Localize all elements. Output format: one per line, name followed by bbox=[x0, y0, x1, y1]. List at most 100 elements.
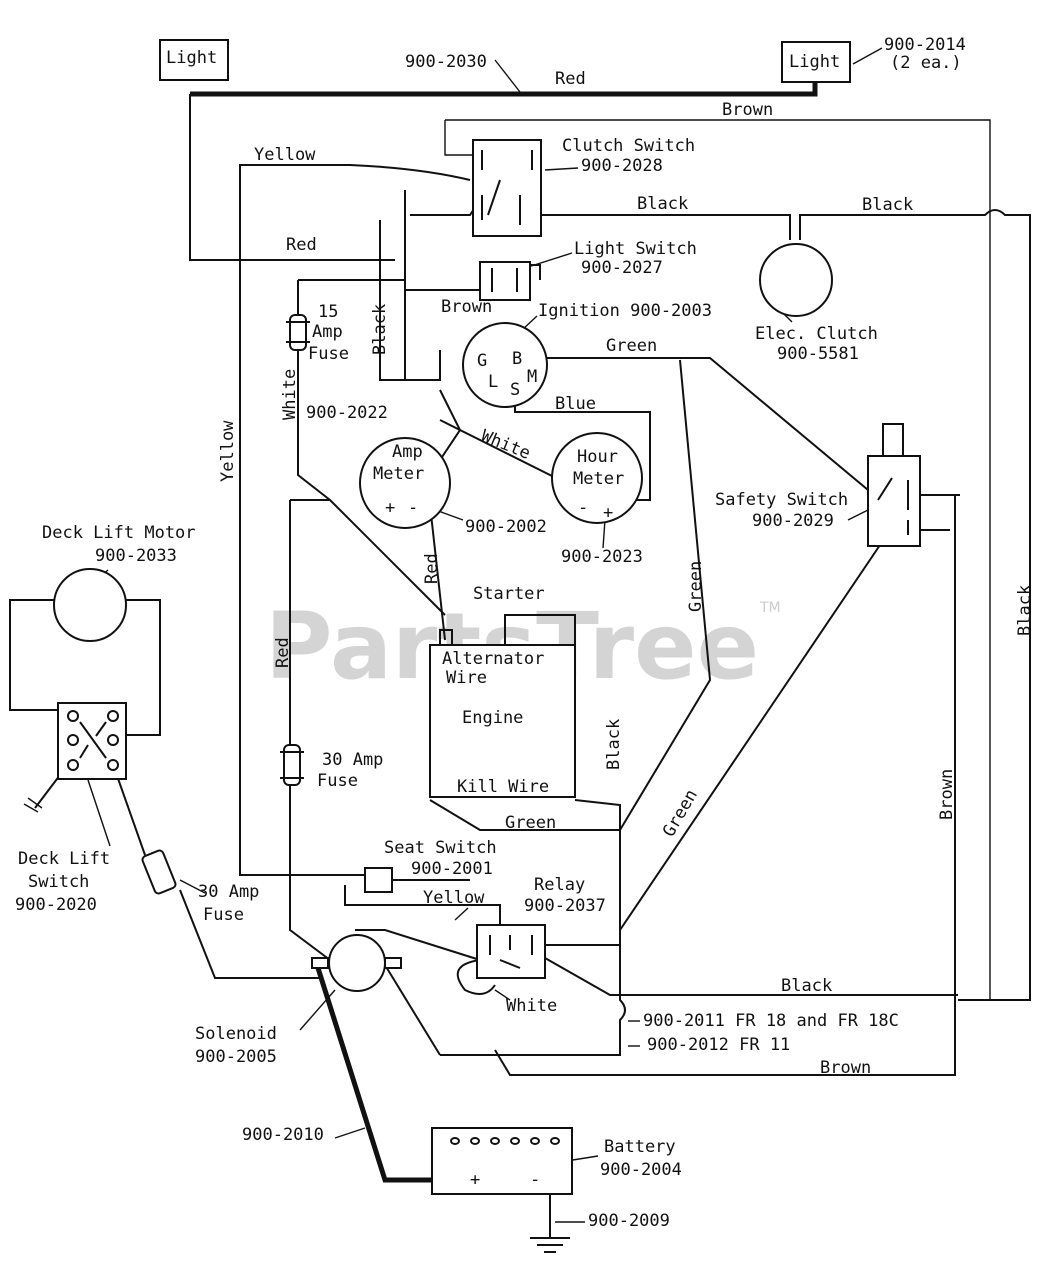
label-white-diag: White bbox=[478, 426, 533, 464]
light-right-box bbox=[781, 41, 851, 83]
deck-lift-motor bbox=[53, 568, 127, 642]
fuse-15-line3: Fuse bbox=[308, 344, 349, 364]
label-part-2011: 900-2011 FR 18 and FR 18C bbox=[643, 1011, 899, 1031]
deck-lift-switch-terminals bbox=[67, 710, 119, 771]
fuse-30-amp-left bbox=[141, 849, 177, 895]
deck-lift-motor-part: 900-2033 bbox=[95, 546, 177, 566]
relay-part: 900-2037 bbox=[524, 896, 606, 916]
label-red-left: Red bbox=[273, 637, 293, 668]
battery-plus: + bbox=[470, 1170, 480, 1190]
fuse-30-center-bands bbox=[280, 751, 304, 779]
label-part-2030: 900-2030 bbox=[405, 52, 487, 72]
ignition-terminal-m: M bbox=[527, 367, 537, 387]
hour-meter-line1: Hour bbox=[577, 447, 618, 467]
fuse-15-line2: Amp bbox=[312, 322, 343, 342]
solenoid bbox=[328, 934, 386, 992]
fuse-30-amp-center bbox=[283, 744, 301, 786]
battery-part: 900-2004 bbox=[600, 1160, 682, 1180]
fuse-15-amp bbox=[289, 314, 307, 351]
label-part-2012: 900-2012 FR 11 bbox=[647, 1035, 790, 1055]
label-black-right: Black bbox=[862, 195, 913, 215]
light-switch-box bbox=[479, 261, 531, 301]
safety-switch-label: Safety Switch bbox=[715, 490, 848, 510]
hour-meter-part: 900-2023 bbox=[561, 547, 643, 567]
safety-switch-box bbox=[867, 455, 921, 547]
label-brown-bottom: Brown bbox=[820, 1058, 871, 1078]
hour-meter-line2: Meter bbox=[573, 469, 624, 489]
safety-switch-plunger bbox=[882, 423, 904, 457]
deck-lift-switch-line1: Deck Lift bbox=[18, 849, 110, 869]
seat-switch-box bbox=[364, 867, 393, 893]
fuse-30-left-line1: 30 Amp bbox=[198, 882, 259, 902]
label-yellow-seat: Yellow bbox=[423, 888, 485, 908]
fuse-15-bands bbox=[286, 321, 310, 343]
safety-switch-contacts bbox=[877, 477, 909, 535]
label-yellow-top: Yellow bbox=[254, 145, 316, 165]
fuse-30-left-line2: Fuse bbox=[203, 905, 244, 925]
elec-clutch-label: Elec. Clutch bbox=[755, 324, 878, 344]
light-switch-part: 900-2027 bbox=[581, 258, 663, 278]
light-switch-label: Light Switch bbox=[574, 239, 697, 259]
engine-starter-label: Starter bbox=[473, 584, 545, 604]
label-brown-mid: Brown bbox=[441, 297, 492, 317]
label-part-2010: 900-2010 bbox=[242, 1125, 324, 1145]
battery-cells bbox=[450, 1137, 560, 1145]
label-white-vert: White bbox=[280, 369, 300, 420]
label-black-bottom: Black bbox=[781, 976, 832, 996]
label-green-diag: Green bbox=[659, 786, 702, 840]
label-white-relay: White bbox=[506, 996, 557, 1016]
ignition-terminal-b: B bbox=[512, 349, 522, 369]
fuse-15-line1: 15 bbox=[318, 302, 338, 322]
fuse-30-center-line2: Fuse bbox=[317, 771, 358, 791]
label-brown-top: Brown bbox=[722, 100, 773, 120]
elec-clutch bbox=[759, 243, 833, 317]
ignition-terminal-l: L bbox=[488, 372, 498, 392]
ignition-terminal-s: S bbox=[510, 380, 520, 400]
amp-meter-part: 900-2002 bbox=[465, 517, 547, 537]
label-red-diag: Red bbox=[422, 553, 442, 584]
ignition-terminal-g: G bbox=[477, 351, 487, 371]
battery-label: Battery bbox=[604, 1137, 676, 1157]
amp-meter-plus: + bbox=[385, 498, 395, 518]
amp-meter-line1: Amp bbox=[392, 442, 423, 462]
engine-box bbox=[429, 644, 576, 798]
light-right-qty: (2 ea.) bbox=[890, 53, 962, 73]
engine-alt-line2: Wire bbox=[446, 668, 487, 688]
label-red-top: Red bbox=[555, 69, 586, 89]
label-part-2009: 900-2009 bbox=[588, 1211, 670, 1231]
engine-alt-line1: Alternator bbox=[442, 649, 544, 669]
hour-meter bbox=[551, 432, 643, 524]
label-black-clutch: Black bbox=[637, 194, 688, 214]
battery-minus: - bbox=[530, 1170, 540, 1190]
relay-contacts bbox=[489, 935, 533, 969]
deck-lift-motor-label: Deck Lift Motor bbox=[42, 523, 196, 543]
label-red-mid: Red bbox=[286, 235, 317, 255]
safety-switch-part: 900-2029 bbox=[752, 511, 834, 531]
amp-meter-minus: - bbox=[408, 498, 418, 518]
seat-switch-part: 900-2001 bbox=[411, 859, 493, 879]
label-yellow-left: Yellow bbox=[218, 420, 238, 482]
starter-block bbox=[504, 614, 576, 645]
amp-meter-line2: Meter bbox=[373, 464, 424, 484]
label-part-2022: 900-2022 bbox=[306, 403, 388, 423]
label-green-vert: Green bbox=[686, 561, 706, 612]
solenoid-left-post bbox=[311, 957, 329, 969]
relay-label: Relay bbox=[534, 875, 585, 895]
clutch-switch-box bbox=[472, 139, 542, 237]
hour-meter-plus: + bbox=[603, 503, 613, 523]
alternator-terminal bbox=[439, 629, 453, 645]
light-left-label: Light bbox=[166, 48, 217, 68]
label-green-bottom: Green bbox=[505, 813, 556, 833]
amp-meter bbox=[359, 437, 451, 529]
clutch-switch-part: 900-2028 bbox=[581, 156, 663, 176]
ignition-label: Ignition 900-2003 bbox=[538, 301, 712, 321]
clutch-switch-contacts bbox=[481, 150, 533, 225]
light-right-part: 900-2014 bbox=[884, 35, 966, 55]
clutch-switch-label: Clutch Switch bbox=[562, 136, 695, 156]
label-black-vert: Black bbox=[370, 304, 390, 355]
elec-clutch-part: 900-5581 bbox=[777, 344, 859, 364]
solenoid-label: Solenoid bbox=[195, 1024, 277, 1044]
ignition-switch bbox=[462, 322, 548, 408]
label-brown-right: Brown bbox=[937, 769, 957, 820]
engine-kill-label: Kill Wire bbox=[457, 777, 549, 797]
